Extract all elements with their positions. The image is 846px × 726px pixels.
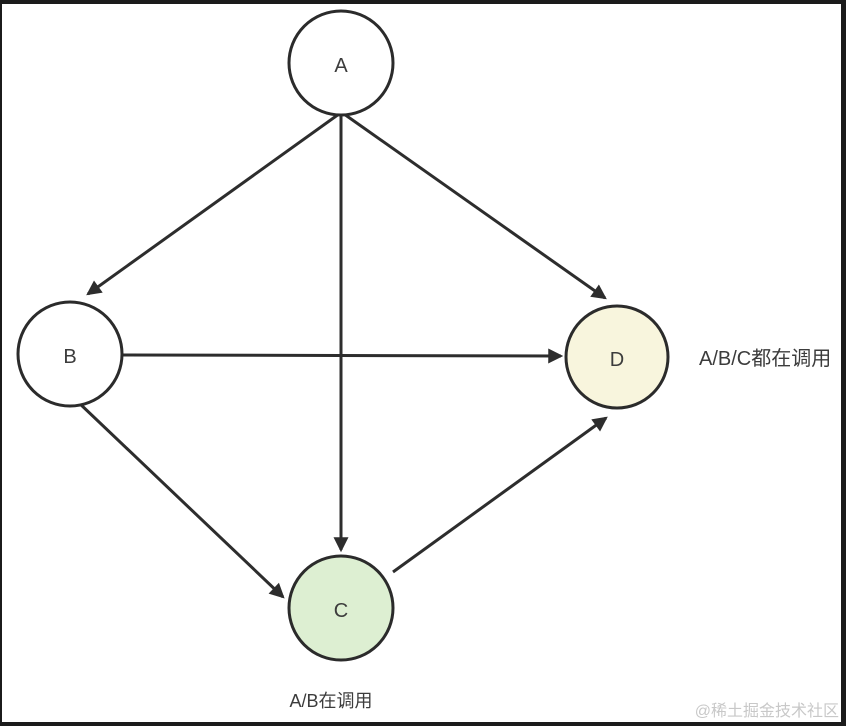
edge-a-to-d: [343, 112, 607, 300]
node-c-label: C: [334, 600, 348, 622]
node-a-circle: [287, 9, 395, 117]
edge-b-to-c: [76, 400, 285, 599]
node-c-circle: [287, 554, 395, 662]
frame-border-bottom: [0, 722, 846, 726]
frame-border-right: [841, 0, 846, 726]
edge-c-to-d: [392, 416, 608, 574]
watermark-text: @稀土掘金技术社区: [695, 702, 839, 720]
annotation-d-note: A/B/C都在调用: [699, 347, 831, 370]
edge-b-to-d: [121, 348, 564, 364]
edge-a-to-b: [86, 112, 340, 296]
frame-border-top: [0, 0, 846, 4]
node-d-label: D: [610, 349, 624, 371]
node-a-label: A: [334, 55, 348, 77]
node-d-circle: [564, 304, 670, 410]
annotation-c-note: A/B在调用: [289, 691, 372, 711]
frame-border-left: [0, 0, 2, 726]
node-b-label: B: [63, 346, 76, 368]
node-b-circle: [16, 300, 124, 408]
